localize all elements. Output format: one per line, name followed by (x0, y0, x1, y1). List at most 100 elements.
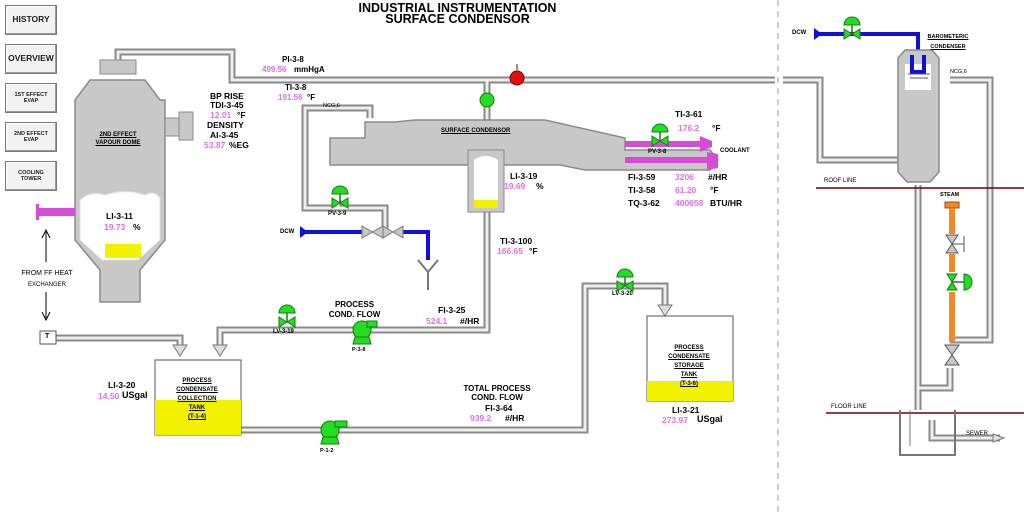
history-label: HISTORY (12, 14, 50, 25)
baro-ncg-label: NCG,6 (950, 69, 967, 75)
fi-3-25-value[interactable]: 524.1 (426, 316, 448, 326)
vapour-dome-vessel (36, 59, 194, 303)
ti-3-61-tag: TI-3-61 (675, 109, 703, 119)
pi-3-8-unit: mmHgA (294, 65, 325, 74)
ti-3-8-value[interactable]: 191.56 (278, 93, 303, 102)
li-3-11-value[interactable]: 19.73 (104, 222, 126, 232)
fi-3-64-unit: #/HR (505, 413, 525, 423)
coolant-label: COOLANT (720, 148, 750, 154)
tdi-3-45-tag: TDI-3-45 (210, 100, 244, 110)
pump-p-1-2-icon[interactable] (320, 420, 348, 445)
pi-3-8-value[interactable]: 499.56 (262, 65, 287, 74)
roof-line-label: ROOF LINE (824, 178, 857, 184)
dcw-water-line (300, 225, 439, 290)
tdi-3-45-unit: °F (237, 110, 246, 120)
inlet-arrow-icon (172, 344, 188, 357)
storage-tank-vessel (646, 315, 734, 402)
surface-condensor-label: SURFACE CONDENSOR (441, 128, 511, 134)
fi-3-64-value[interactable]: 939.2 (470, 413, 492, 423)
ncg-label: NCG,6 (323, 103, 340, 109)
lv-3-20-label: LV-3-20 (612, 291, 633, 297)
temperature-indicator-icon[interactable] (479, 92, 495, 108)
ti-3-8-tag: TI-3-8 (285, 83, 307, 92)
tq-3-62-value[interactable]: 400658 (675, 198, 704, 208)
li-3-21-unit: USgal (697, 414, 723, 424)
ai-3-45-value[interactable]: 53.87 (204, 140, 226, 150)
button-label-line: EVAP (23, 98, 39, 104)
fi-3-59-value[interactable]: 3206 (675, 172, 694, 182)
li-3-20-unit: USgal (122, 390, 148, 400)
pv-3-8-label: PV-3-8 (648, 149, 667, 155)
floor-line-label: FLOOR LINE (831, 404, 867, 410)
valve-lv-3-19-icon[interactable] (278, 304, 296, 328)
condenser-level-fill (474, 200, 498, 208)
ti-3-100-value[interactable]: 166.65 (497, 246, 523, 256)
overview-label: OVERVIEW (8, 53, 54, 64)
bp-rise-label: BP RISE (210, 91, 244, 101)
barometric-condenser-vessel (814, 28, 940, 183)
li-3-19-tag: LI-3-19 (510, 171, 538, 181)
fi-3-25-tag: FI-3-25 (438, 305, 466, 315)
ti-3-8-unit: °F (307, 93, 316, 102)
li-3-21-tag: LI-3-21 (672, 405, 700, 415)
button-label-line: TOWER (20, 176, 42, 182)
t-element-label: T (45, 333, 50, 340)
fi-3-59-tag: FI-3-59 (628, 172, 656, 182)
seal-tank-vessel (899, 410, 956, 456)
collection-tank-vessel (154, 359, 242, 436)
tdi-3-45-value[interactable]: 12.01 (210, 110, 232, 120)
ai-3-45-tag: AI-3-45 (210, 130, 239, 140)
ti-3-58-unit: °F (710, 185, 719, 195)
dcw-label: DCW (280, 229, 295, 235)
ti-3-58-tag: TI-3-58 (628, 185, 656, 195)
button-label-line: EVAP (23, 137, 39, 143)
fi-3-25-unit: #/HR (460, 316, 480, 326)
history-button[interactable]: HISTORY (5, 5, 57, 35)
gray-pipes (56, 48, 1000, 442)
tq-3-62-unit: BTU/HR (710, 198, 743, 208)
pv-3-9-label: PV-3-9 (328, 211, 347, 217)
li-3-11-tag: LI-3-11 (106, 211, 133, 221)
ti-3-58-value[interactable]: 61.20 (675, 185, 697, 195)
li-3-20-value[interactable]: 14.50 (98, 391, 120, 401)
li-3-19-value[interactable]: 19.69 (504, 181, 526, 191)
steam-line (944, 201, 965, 366)
li-3-11-unit: % (133, 222, 141, 232)
pi-3-8-tag: PI-3-8 (282, 55, 304, 64)
lv-3-19-label: LV-3-19 (273, 329, 294, 335)
density-label: DENSITY (207, 120, 244, 130)
fi-3-64-tag: FI-3-64 (485, 403, 513, 413)
surface-condenser-vessel (329, 119, 719, 213)
li-3-20-tag: LI-3-20 (108, 380, 136, 390)
ti-3-100-tag: TI-3-100 (500, 236, 533, 246)
dome-level-fill (105, 244, 141, 258)
p-1-2-label: P-1-2 (320, 448, 334, 454)
li-3-21-value[interactable]: 273.97 (662, 415, 688, 425)
sewer-label: SEWER (966, 431, 989, 437)
baro-dcw-label: DCW (792, 30, 807, 36)
ti-3-61-unit: °F (712, 123, 721, 133)
button-label-line: 2ND EFFECT (14, 130, 48, 137)
valve-steam-icon[interactable] (946, 273, 973, 291)
overview-button[interactable]: OVERVIEW (5, 44, 57, 74)
inlet-arrow-icon (657, 304, 673, 317)
pressure-indicator-icon[interactable] (509, 70, 525, 86)
li-3-19-unit: % (536, 181, 544, 191)
button-label-line: COOLING (18, 169, 44, 176)
pump-p-3-8-icon[interactable] (352, 320, 378, 345)
ti-3-100-unit: °F (529, 246, 538, 256)
button-label-line: 1ST EFFECT (14, 91, 48, 98)
ti-3-61-value[interactable]: 176.2 (678, 123, 700, 133)
page-title: INDUSTRIAL INSTRUMENTATION (358, 1, 557, 15)
